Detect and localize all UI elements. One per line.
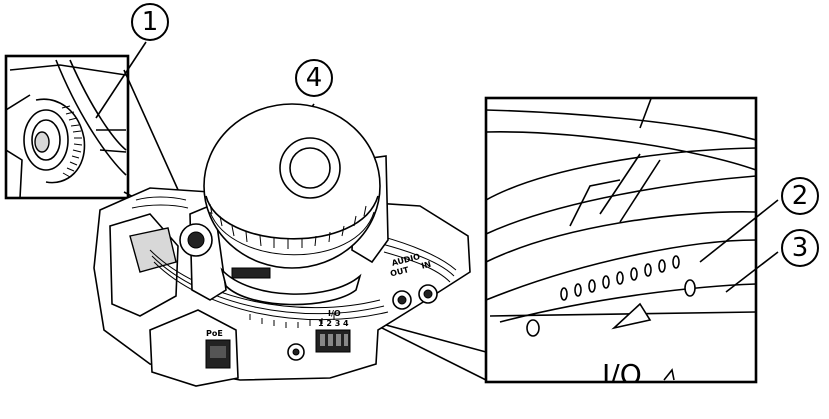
audio-in-label: IN (420, 260, 432, 271)
callout-4-number: 4 (306, 63, 323, 93)
alignment-detail-inset: I/O (484, 96, 758, 391)
callout-1: 1 (131, 3, 169, 41)
cooling-fins (131, 196, 457, 321)
alignment-triangle (611, 302, 652, 330)
lens-inner (289, 147, 331, 189)
callout-3: 3 (781, 229, 819, 267)
detail-io-marking: I/O (602, 358, 642, 391)
callout-1-number: 1 (142, 7, 159, 37)
rotation-ring (209, 203, 367, 249)
io-pins-label: 1 2 3 4 (318, 319, 349, 328)
poe-label: PoE (206, 329, 223, 338)
camera-body: PoE I/O 1 2 3 4 AUDIO OUT IN (93, 103, 471, 387)
alignment-ticks (560, 255, 680, 301)
callout-2: 2 (781, 177, 819, 215)
callout-3-number: 3 (792, 233, 809, 263)
screw-detail-inset (4, 54, 130, 200)
callout-4: 4 (295, 59, 333, 97)
callout-2-number: 2 (792, 181, 809, 211)
